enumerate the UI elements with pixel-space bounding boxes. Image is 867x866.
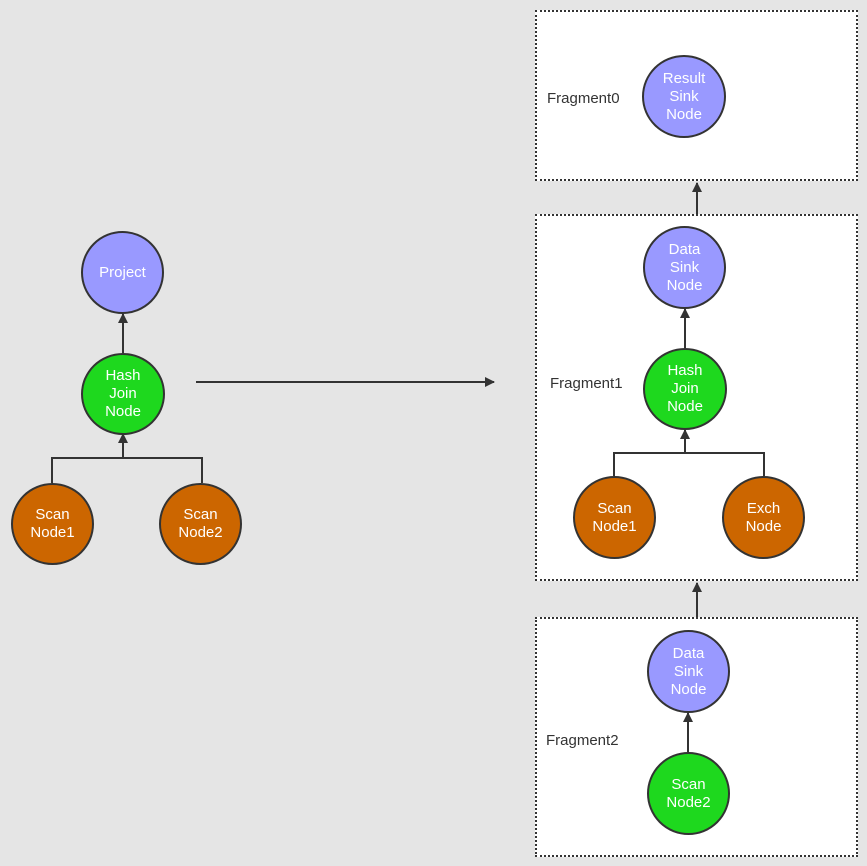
f1-data-sink-label-line1: Data <box>668 240 701 258</box>
f1-hash-join-label-line3: Node <box>667 398 703 415</box>
fragment1-label: Fragment1 <box>550 375 623 392</box>
scan-node1: Scan Node1 <box>11 483 94 565</box>
f1-hash-join-node: Hash Join Node <box>643 348 727 430</box>
f1-scan-node1-label-line2: Node1 <box>592 517 637 535</box>
f1-data-sink-node: Data Sink Node <box>643 226 726 309</box>
edge-scans-to-join <box>51 457 203 483</box>
hash-join-label-line1: Hash <box>105 367 141 384</box>
hash-join-label-line3: Node <box>105 403 141 420</box>
f1-data-sink-label-line2: Sink <box>669 258 700 276</box>
fragment2-label: Fragment2 <box>546 732 619 749</box>
fragment0-label: Fragment0 <box>547 90 620 107</box>
edge-f1-children-to-join <box>613 452 765 476</box>
result-sink-label-line3: Node <box>666 105 702 123</box>
result-sink-node: Result Sink Node <box>642 55 726 138</box>
f1-data-sink-label-line3: Node <box>666 276 703 294</box>
f1-exch-node-label-line1: Exch <box>746 499 781 517</box>
scan-node1-label-line2: Node1 <box>30 524 75 541</box>
f2-data-sink-label-line1: Data <box>672 644 705 662</box>
scan-node2-label-line1: Scan <box>183 506 218 523</box>
f1-scan-node1: Scan Node1 <box>573 476 656 559</box>
f1-exch-node: Exch Node <box>722 476 805 559</box>
f2-scan-node2-label-line1: Scan <box>671 775 706 793</box>
scan-node2: Scan Node2 <box>159 483 242 565</box>
hash-join-label-line2: Join <box>109 385 137 402</box>
f1-exch-node-label-line2: Node <box>745 517 782 535</box>
f2-scan-node2: Scan Node2 <box>647 752 730 835</box>
f2-data-sink-node: Data Sink Node <box>647 630 730 713</box>
f1-scan-node1-label-line1: Scan <box>597 499 632 517</box>
scan-node2-label-line2: Node2 <box>178 524 223 541</box>
result-sink-label-line2: Sink <box>669 87 699 105</box>
project-node: Project <box>81 231 164 314</box>
f2-data-sink-label-line2: Sink <box>673 662 704 680</box>
f1-hash-join-label-line1: Hash <box>667 362 703 379</box>
scan-node1-label-line1: Scan <box>35 506 70 523</box>
f1-hash-join-label-line2: Join <box>671 380 699 397</box>
f2-data-sink-label-line3: Node <box>670 680 707 698</box>
project-node-label: Project <box>99 263 146 281</box>
result-sink-label-line1: Result <box>662 69 706 87</box>
f2-scan-node2-label-line2: Node2 <box>666 793 711 811</box>
hash-join-node: Hash Join Node <box>81 353 165 435</box>
